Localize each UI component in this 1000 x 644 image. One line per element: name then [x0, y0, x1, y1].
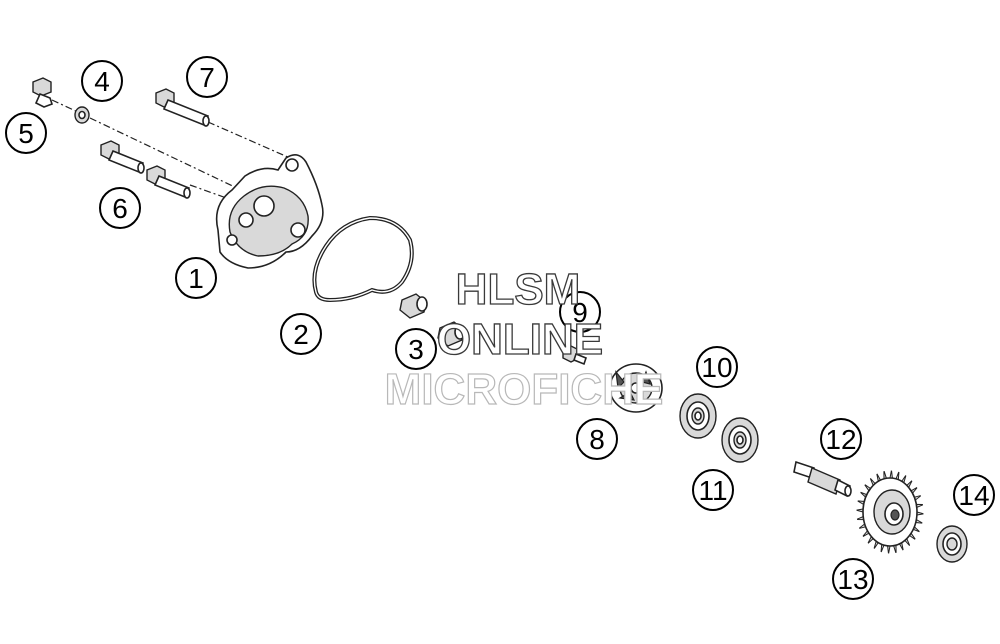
gear-tooth: [916, 511, 924, 516]
callout-3-label: 3: [408, 334, 424, 365]
part-9-screw[interactable]: [562, 345, 587, 366]
callout-9[interactable]: 9: [559, 291, 601, 333]
part-13-gear[interactable]: [856, 470, 924, 554]
callout-14[interactable]: 14: [953, 474, 995, 516]
callout-10-label: 10: [701, 352, 732, 383]
callout-5-label: 5: [18, 118, 34, 149]
part-4-washer[interactable]: [74, 106, 90, 124]
watermark: HLSM ONLINE MICROFICHE: [384, 264, 664, 414]
callout-5[interactable]: 5: [5, 112, 47, 154]
callout-4-label: 4: [94, 66, 110, 97]
callout-8-label: 8: [589, 424, 605, 455]
callout-11[interactable]: 11: [692, 469, 734, 511]
part-6-bolts[interactable]: [100, 140, 191, 199]
callout-13[interactable]: 13: [832, 558, 874, 600]
part-12-shaft[interactable]: [793, 460, 852, 498]
callout-7[interactable]: 7: [186, 56, 228, 98]
part-3-bushings[interactable]: [399, 293, 466, 347]
part-7-long-bolt[interactable]: [155, 88, 210, 127]
callout-4[interactable]: 4: [81, 60, 123, 102]
part-1-pump-cover[interactable]: [215, 154, 324, 269]
gear-tooth: [856, 508, 864, 513]
callout-11-label: 11: [698, 475, 727, 506]
callout-6-label: 6: [112, 193, 128, 224]
gear-tooth: [887, 545, 891, 554]
watermark-line-2: ONLINE: [437, 315, 603, 364]
callout-12[interactable]: 12: [820, 418, 862, 460]
callout-2-label: 2: [293, 319, 309, 350]
part-2-gasket[interactable]: [312, 215, 414, 303]
callout-1-label: 1: [188, 263, 204, 294]
part-14-bearing[interactable]: [936, 525, 968, 563]
callout-1[interactable]: 1: [175, 257, 217, 299]
callout-10[interactable]: 10: [696, 346, 738, 388]
part-11-bearing[interactable]: [721, 417, 759, 463]
part-5-bolt[interactable]: [32, 77, 54, 108]
callout-14-label: 14: [958, 480, 989, 511]
callout-7-label: 7: [199, 62, 215, 93]
part-8-impeller[interactable]: [609, 363, 663, 413]
callout-2[interactable]: 2: [280, 313, 322, 355]
watermark-line-1: HLSM: [456, 265, 581, 314]
callout-8[interactable]: 8: [576, 418, 618, 460]
watermark-line-3: MICROFICHE: [385, 365, 664, 414]
callout-12-label: 12: [825, 424, 856, 455]
gear-tooth: [889, 470, 893, 479]
callout-3[interactable]: 3: [395, 328, 437, 370]
callout-6[interactable]: 6: [99, 187, 141, 229]
callout-9-label: 9: [572, 297, 588, 328]
part-10-bearing[interactable]: [679, 393, 717, 439]
callout-13-label: 13: [837, 564, 868, 595]
